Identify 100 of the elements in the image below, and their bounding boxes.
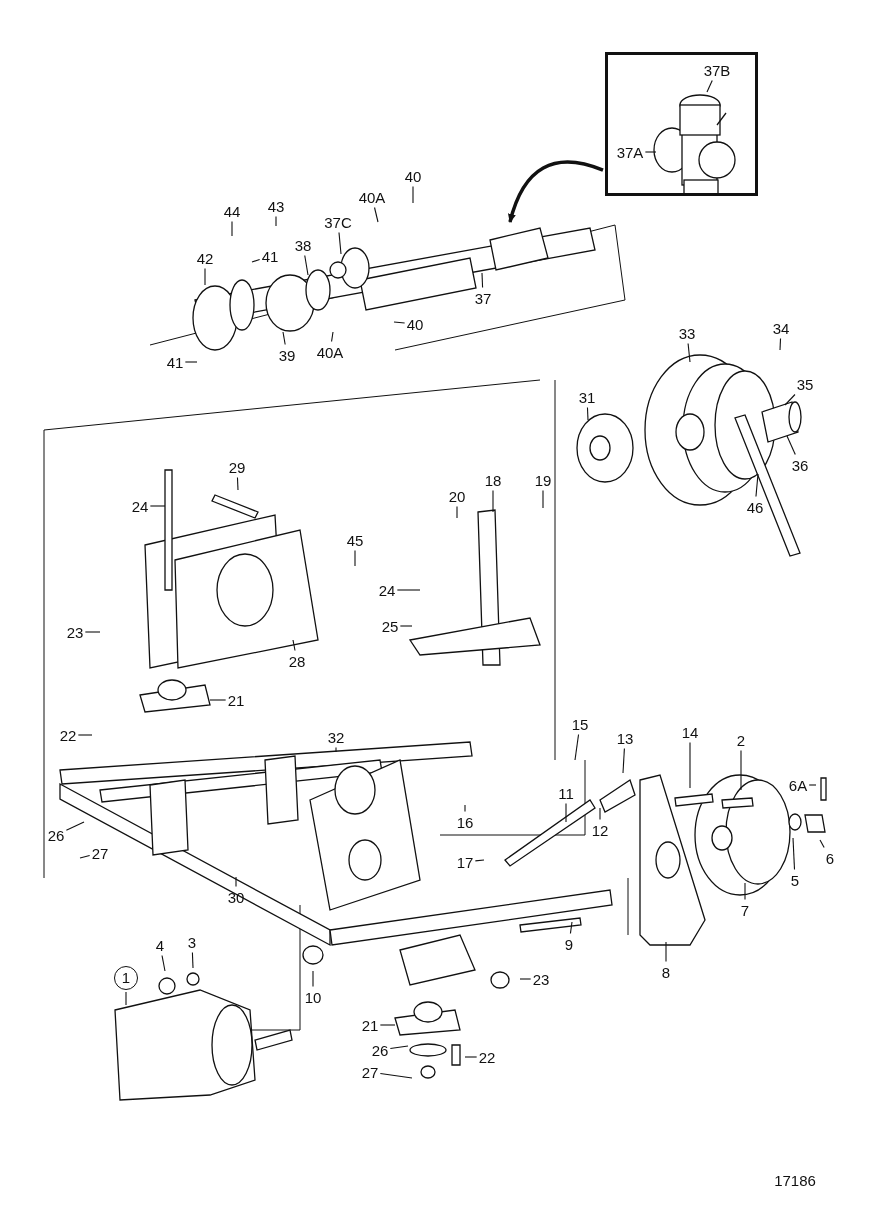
- leader-line: [808, 784, 817, 786]
- leader-line: [65, 821, 85, 831]
- callout-number: 10: [304, 988, 322, 1006]
- leader-line: [456, 505, 458, 519]
- leader-line: [665, 941, 667, 963]
- leader-line: [79, 855, 91, 859]
- callout-number: 2: [736, 731, 746, 749]
- callout-number: 22: [59, 726, 77, 744]
- leader-line: [373, 206, 379, 223]
- leader-line: [565, 802, 567, 823]
- leader-line: [354, 549, 356, 567]
- leader-line: [744, 882, 746, 901]
- leader-line: [312, 970, 314, 988]
- callout-number: 11: [558, 784, 574, 802]
- callout-number: 8: [661, 963, 671, 981]
- callout-number: 26: [47, 826, 65, 844]
- leader-line: [331, 331, 334, 343]
- callout-number: 46: [746, 498, 764, 516]
- leader-line: [379, 1072, 413, 1079]
- callout-number: 41: [166, 353, 184, 371]
- callout-number: 35: [796, 375, 814, 393]
- callout-number: 42: [196, 249, 214, 267]
- leader-line: [379, 1024, 396, 1026]
- callout-number: 23: [532, 970, 550, 988]
- callout-number: 15: [571, 715, 589, 733]
- callout-number: 37: [474, 289, 492, 307]
- leader-line: [204, 267, 206, 286]
- callout-number: 20: [448, 487, 466, 505]
- leader-line: [689, 741, 691, 789]
- callout-number: 21: [227, 691, 245, 709]
- callout-number: 19: [534, 471, 552, 489]
- callout-number: 30: [227, 888, 245, 906]
- callout-number: 33: [678, 324, 696, 342]
- callout-number: 9: [564, 935, 574, 953]
- leader-line: [209, 699, 227, 701]
- callout-number: 24: [131, 497, 149, 515]
- leader-line: [149, 505, 166, 507]
- leader-line: [236, 476, 239, 491]
- leader-line: [191, 951, 194, 969]
- callout-number: 28: [288, 652, 306, 670]
- leader-line: [184, 361, 198, 363]
- callout-number: 38: [294, 236, 312, 254]
- callout-number: 25: [381, 617, 399, 635]
- leader-line: [786, 435, 796, 456]
- callout-number: 34: [772, 319, 790, 337]
- leader-line: [586, 406, 589, 421]
- leader-line: [84, 631, 101, 633]
- callout-number: 41: [261, 247, 279, 265]
- callout-number: 14: [681, 723, 699, 741]
- callout-number: 37A: [616, 143, 644, 161]
- callout-number: 16: [456, 813, 474, 831]
- callout-number: 6A: [788, 776, 808, 794]
- leader-line: [389, 1045, 409, 1050]
- leader-line: [569, 921, 573, 935]
- leader-line: [335, 746, 337, 753]
- leader-line: [77, 734, 93, 736]
- callout-number: 43: [267, 197, 285, 215]
- leader-line: [474, 859, 485, 862]
- leader-line: [740, 749, 742, 791]
- leader-line: [338, 231, 342, 255]
- leader-line: [792, 837, 796, 871]
- callout-number: 26: [371, 1041, 389, 1059]
- leader-line: [231, 220, 233, 237]
- callout-number: 40: [406, 315, 424, 333]
- callout-number: 40A: [316, 343, 344, 361]
- callout-number: 40A: [358, 188, 386, 206]
- leader-line: [542, 489, 544, 509]
- callout-number: 3: [187, 933, 197, 951]
- leader-line: [599, 807, 601, 821]
- leader-line: [706, 79, 713, 93]
- leader-line: [396, 589, 421, 591]
- drawing-number: 17186: [774, 1171, 816, 1189]
- callout-number: 6: [825, 849, 835, 867]
- callout-number: 22: [478, 1048, 496, 1066]
- arrow: [508, 160, 604, 223]
- callout-number: 5: [790, 871, 800, 889]
- callout-number: 45: [346, 531, 364, 549]
- callout-number: 12: [591, 821, 609, 839]
- callout-number: 39: [278, 346, 296, 364]
- leader-line: [125, 991, 127, 1006]
- leader-line: [399, 625, 413, 627]
- leader-line: [282, 331, 286, 346]
- callout-number: 13: [616, 729, 634, 747]
- leader-line: [235, 876, 237, 888]
- leader-line: [481, 272, 484, 289]
- leader-line: [687, 342, 691, 363]
- leader-line: [412, 185, 414, 204]
- callout-number: 31: [578, 388, 596, 406]
- leader-line: [622, 747, 625, 774]
- callout-number: 27: [91, 844, 109, 862]
- leader-line: [251, 258, 261, 263]
- leader-line: [819, 839, 825, 849]
- callout-number: 24: [378, 581, 396, 599]
- leader-line: [779, 337, 782, 351]
- leader-line: [519, 978, 532, 980]
- leader-line: [755, 473, 759, 498]
- leader-line: [292, 639, 296, 652]
- callout-number: 7: [740, 901, 750, 919]
- leader-line: [784, 393, 796, 406]
- leader-line: [464, 804, 466, 813]
